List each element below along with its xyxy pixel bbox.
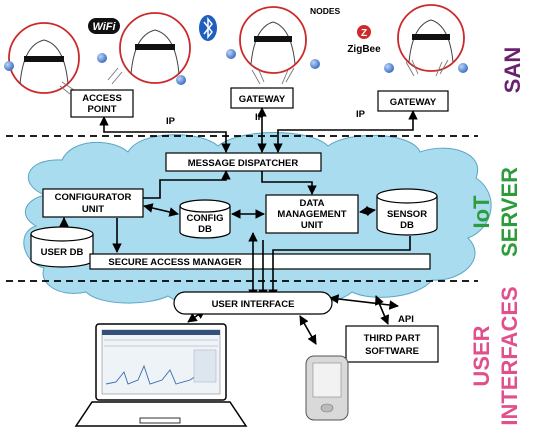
sensor-db-label-line-2: DB xyxy=(400,220,414,231)
zigbee-logo: Z ZigBee xyxy=(347,25,381,55)
wifi-logo: WiFi xyxy=(88,18,120,34)
connector-arrows xyxy=(59,107,418,345)
sensor-node-dots xyxy=(4,49,468,85)
sensor-db-cylinder: SENSOR DB xyxy=(376,188,438,236)
node-dot xyxy=(384,63,394,73)
body-sensor-2 xyxy=(119,12,191,84)
data-management-label-line-3: UNIT xyxy=(301,220,323,231)
secure-access-manager-box: SECURE ACCESS MANAGER xyxy=(89,253,431,270)
third-part-software-box: THIRD PART SOFTWARE xyxy=(345,325,439,363)
ip-label-2: IP xyxy=(255,112,265,123)
message-dispatcher-label: MESSAGE DISPATCHER xyxy=(188,158,299,169)
message-dispatcher-box: MESSAGE DISPATCHER xyxy=(165,152,322,172)
laptop-icon xyxy=(74,323,248,427)
body-sensor-1 xyxy=(8,22,80,94)
zigbee-mark: Z xyxy=(361,28,367,39)
access-point-label-line-2: POINT xyxy=(87,104,116,115)
secure-access-manager-label: SECURE ACCESS MANAGER xyxy=(108,257,241,268)
config-db-label-line-2: DB xyxy=(198,224,212,235)
wifi-logo-text: WiFi xyxy=(92,21,116,33)
zigbee-logo-text: ZigBee xyxy=(347,44,381,55)
user-section-label: USER xyxy=(469,325,494,386)
ip-label-1: IP xyxy=(166,116,176,127)
bluetooth-icon xyxy=(199,15,217,41)
iot-section-label: IoT xyxy=(469,195,494,229)
interfaces-section-label: INTERFACES xyxy=(497,286,522,425)
access-point-label-line-1: ACCESS xyxy=(82,93,122,104)
configurator-unit-label-line-1: CONFIGURATOR xyxy=(55,192,132,203)
node-dot xyxy=(97,53,107,63)
node-dot xyxy=(310,59,320,69)
third-part-label-line-2: SOFTWARE xyxy=(365,346,419,357)
sensor-db-label-line-1: SENSOR xyxy=(387,209,427,220)
user-db-cylinder: USER DB xyxy=(30,226,94,268)
data-management-label-line-2: MANAGEMENT xyxy=(277,209,346,220)
data-management-unit-box: DATA MANAGEMENT UNIT xyxy=(265,194,359,234)
node-dot xyxy=(226,49,236,59)
api-label: API xyxy=(398,314,414,325)
data-management-label-line-1: DATA xyxy=(300,198,325,209)
gateway-box-1: GATEWAY xyxy=(230,87,294,109)
node-dot xyxy=(458,63,468,73)
node-dot xyxy=(176,75,186,85)
nodes-label: NODES xyxy=(310,6,341,16)
gateway-1-label: GATEWAY xyxy=(239,94,286,105)
access-point-box: ACCESS POINT xyxy=(70,89,134,118)
san-section-label: SAN xyxy=(500,47,525,93)
gateway-box-2: GATEWAY xyxy=(377,90,449,112)
tablet-icon xyxy=(305,355,349,421)
config-db-label-line-1: CONFIG xyxy=(187,213,224,224)
user-db-label: USER DB xyxy=(41,247,84,258)
configurator-unit-label-line-2: UNIT xyxy=(82,204,104,215)
configurator-unit-box: CONFIGURATOR UNIT xyxy=(42,188,144,218)
ip-label-3: IP xyxy=(356,109,366,120)
third-part-label-line-1: THIRD PART xyxy=(364,333,421,344)
body-sensor-3 xyxy=(239,6,307,74)
gateway-2-label: GATEWAY xyxy=(390,97,437,108)
config-db-cylinder: CONFIG DB xyxy=(179,199,231,239)
node-dot xyxy=(4,61,14,71)
wireless-signal-lines xyxy=(59,59,449,95)
user-interface-label: USER INTERFACE xyxy=(212,299,295,310)
user-interface-box: USER INTERFACE xyxy=(173,291,333,315)
body-sensor-4 xyxy=(397,4,465,72)
server-section-label: SERVER xyxy=(497,167,522,257)
